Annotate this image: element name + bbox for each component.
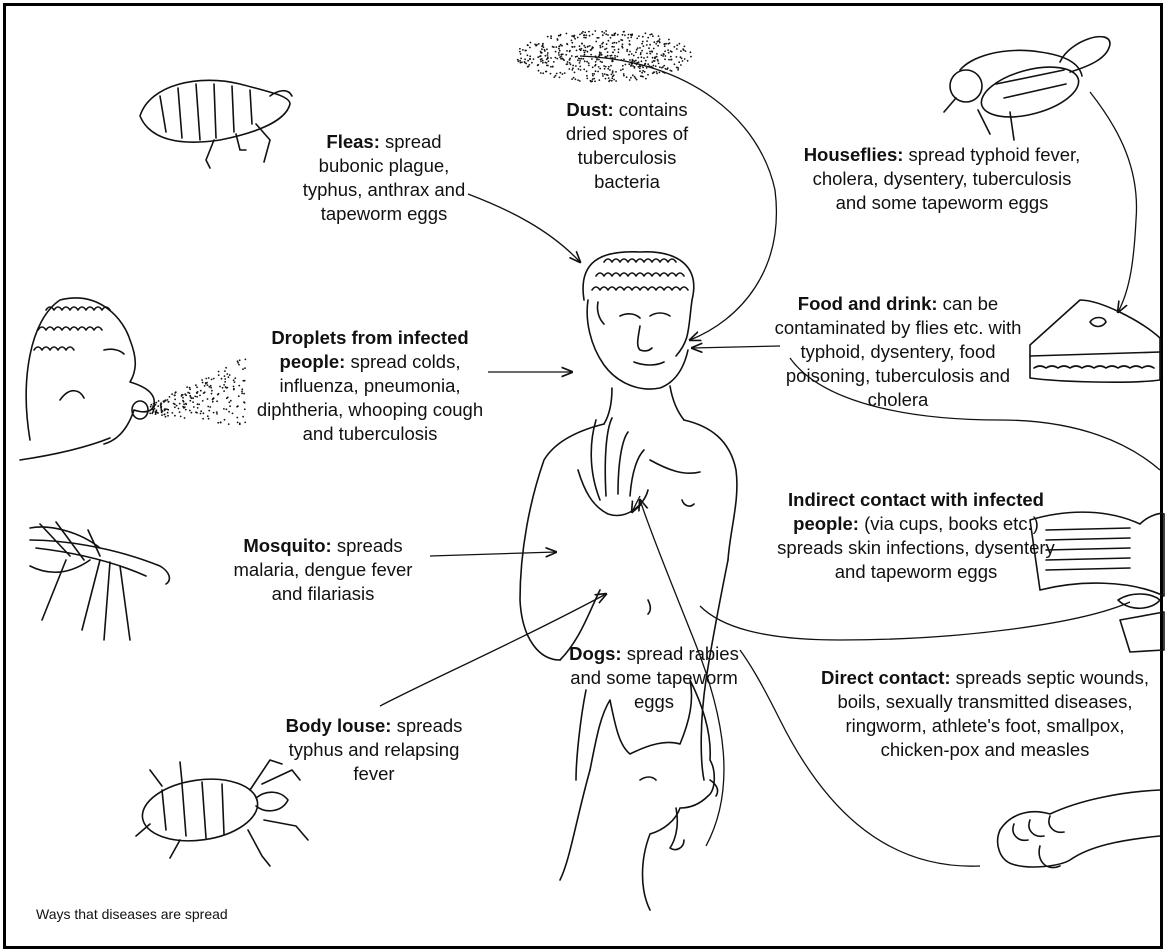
houseflies-label: Houseflies: spread typhoid fever, choler… — [798, 143, 1086, 215]
figure-caption: Ways that diseases are spread — [36, 906, 228, 922]
dog-drawing — [560, 680, 718, 910]
hand-drawing — [998, 790, 1160, 868]
dust-label: Dust: contains dried spores of tuberculo… — [548, 98, 706, 194]
droplets-label: Droplets from infected people: spread co… — [250, 326, 490, 446]
flea-drawing — [140, 80, 292, 168]
body-louse-drawing — [136, 760, 308, 866]
fleas-label: Fleas: spread bubonic plague, typhus, an… — [296, 130, 472, 226]
mosquito-drawing — [30, 522, 169, 640]
direct-contact-label: Direct contact: spreads septic wounds, b… — [820, 666, 1150, 762]
mosquito-label: Mosquito: spreads malaria, dengue fever … — [222, 534, 424, 606]
sneezing-person-drawing — [20, 298, 154, 460]
dust-drawing — [517, 30, 692, 82]
body-louse-label: Body louse: spreads typhus and relapsing… — [284, 714, 464, 786]
housefly-drawing — [944, 37, 1110, 140]
food-drink-label: Food and drink: can be contaminated by f… — [758, 292, 1038, 412]
sneeze-spray-drawing — [149, 359, 246, 426]
indirect-contact-label: Indirect contact with infected people: (… — [768, 488, 1064, 584]
sandwich-drawing — [1030, 300, 1160, 382]
dogs-label: Dogs: spread rabies and some tapeworm eg… — [568, 642, 740, 714]
